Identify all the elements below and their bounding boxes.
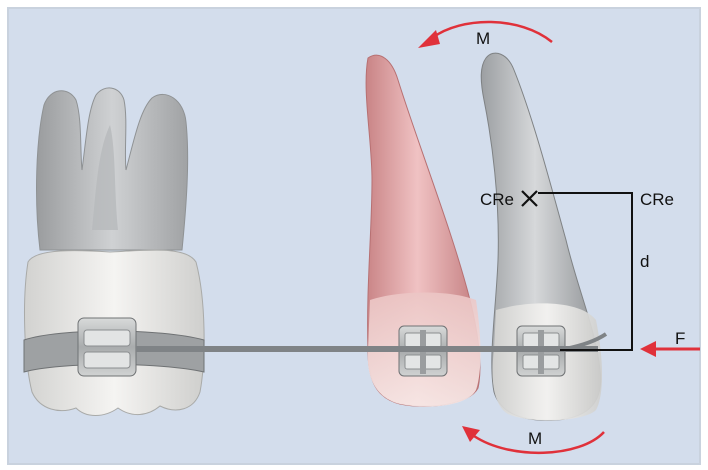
cre-label-left: CRe — [480, 191, 514, 208]
cre-label-right: CRe — [640, 191, 674, 208]
distance-label: d — [640, 253, 649, 270]
moment-label-bottom: M — [528, 430, 542, 447]
molar-tooth — [24, 88, 204, 416]
moment-label-top: M — [476, 30, 490, 47]
force-label: F — [675, 330, 685, 347]
